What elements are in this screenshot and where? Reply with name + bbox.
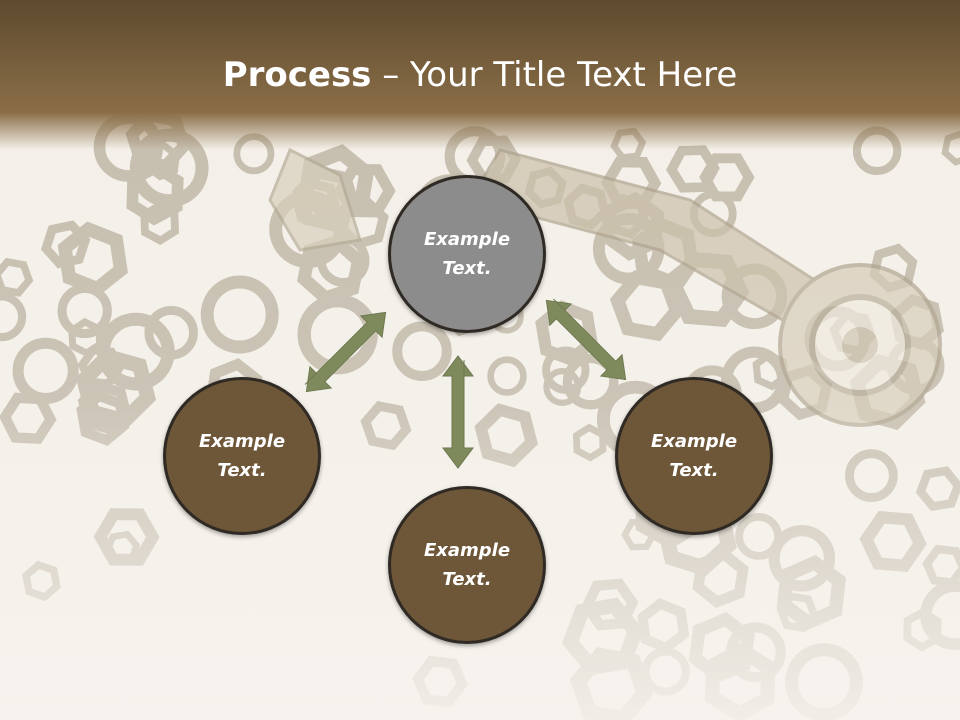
node-bottom: Example Text. — [388, 486, 546, 644]
node-right-line1: Example — [650, 431, 738, 452]
node-center-line2: Text. — [442, 258, 492, 279]
node-bottom-line1: Example — [423, 540, 511, 561]
node-right-line2: Text. — [669, 460, 719, 481]
node-left: Example Text. — [163, 377, 321, 535]
node-left-line1: Example — [198, 431, 286, 452]
title-rest: – Your Title Text Here — [371, 55, 738, 95]
arrow-center-right — [545, 298, 627, 381]
title-bold: Process — [222, 55, 372, 95]
header-band — [0, 0, 960, 150]
node-left-line2: Text. — [217, 460, 267, 481]
node-center-line1: Example — [423, 229, 511, 250]
slide-title: Process – Your Title Text Here — [0, 52, 960, 98]
arrow-center-left — [304, 311, 387, 393]
node-right: Example Text. — [615, 377, 773, 535]
arrow-center-bottom — [442, 355, 474, 469]
node-bottom-line2: Text. — [442, 569, 492, 590]
node-center: Example Text. — [388, 175, 546, 333]
